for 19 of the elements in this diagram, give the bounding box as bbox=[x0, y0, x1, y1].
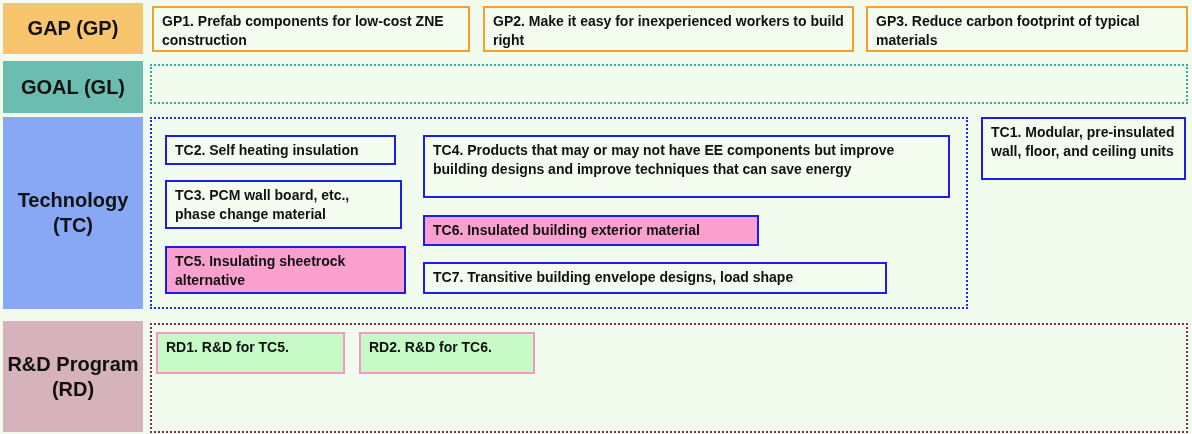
row-header: R&D Program (RD) bbox=[3, 321, 143, 432]
row-header: Technology (TC) bbox=[3, 117, 143, 309]
program-box: RD2. R&D for TC6. bbox=[359, 332, 535, 374]
row-header: GOAL (GL) bbox=[3, 61, 143, 113]
technology-box: TC5. Insulating sheetrock alternative bbox=[165, 246, 406, 294]
technology-box: TC2. Self heating insulation bbox=[165, 135, 396, 165]
goal-area bbox=[150, 64, 1188, 104]
program-box: RD1. R&D for TC5. bbox=[156, 332, 345, 374]
technology-area bbox=[150, 117, 968, 309]
gap-box: GP2. Make it easy for inexperienced workers to build right bbox=[483, 6, 854, 52]
technology-box: TC4. Products that may or may not have EE components but improve building designs and improve techniques that can save energy bbox=[423, 135, 950, 198]
gap-box: GP3. Reduce carbon footprint of typical materials bbox=[866, 6, 1188, 52]
program-area bbox=[150, 323, 1188, 433]
row-header: GAP (GP) bbox=[3, 3, 143, 54]
gap-box: GP1. Prefab components for low-cost ZNE construction bbox=[152, 6, 470, 52]
technology-box: TC1. Modular, pre-insulated wall, floor, and ceiling units bbox=[981, 117, 1186, 180]
technology-box: TC7. Transitive building envelope designs, load shape bbox=[423, 262, 887, 294]
technology-box: TC3. PCM wall board, etc., phase change material bbox=[165, 180, 402, 229]
technology-box: TC6. Insulated building exterior material bbox=[423, 215, 759, 246]
